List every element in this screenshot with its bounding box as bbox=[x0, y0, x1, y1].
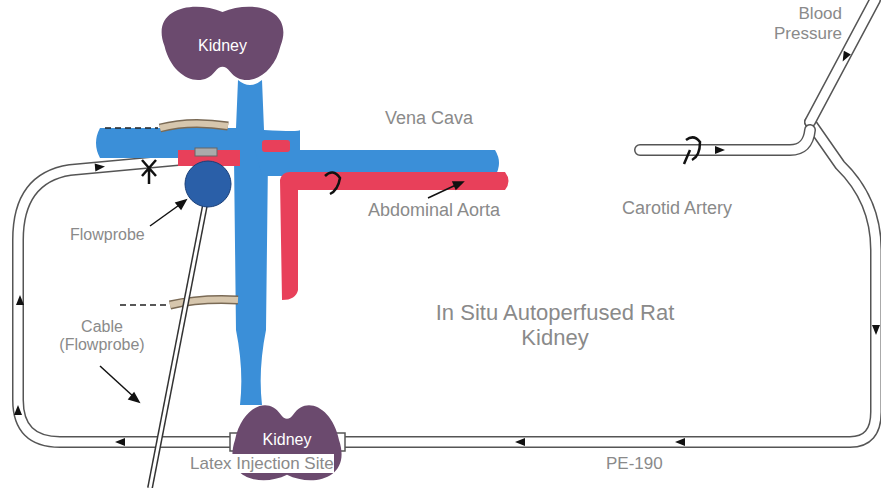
flow-arrow bbox=[715, 146, 725, 154]
flow-arrow bbox=[675, 438, 685, 446]
part-label: Carotid Artery bbox=[622, 198, 762, 219]
part-label: Vena Cava bbox=[385, 108, 505, 129]
part-label: Flowprobe bbox=[70, 226, 170, 244]
flowprobe bbox=[150, 161, 231, 488]
ureter bbox=[105, 123, 238, 305]
flow-arrow bbox=[14, 51, 880, 446]
flow-arrow bbox=[115, 438, 125, 446]
ligature bbox=[142, 137, 700, 194]
flow-arrow bbox=[14, 405, 22, 415]
organ-label: Kidney bbox=[150, 37, 295, 55]
label-text: Blood Pressure bbox=[774, 4, 842, 43]
part-label: Cable (Flowprobe) bbox=[42, 318, 162, 355]
tubing bbox=[18, 0, 876, 442]
label-text: PE-190 bbox=[606, 454, 663, 473]
clamp bbox=[195, 148, 217, 156]
flow-arrow bbox=[839, 51, 851, 64]
label-text: Carotid Artery bbox=[622, 198, 732, 218]
label-text: Latex Injection Site bbox=[190, 454, 334, 473]
organ-label: Kidney bbox=[222, 431, 352, 449]
flow-arrow bbox=[515, 438, 525, 446]
part-label: In Situ Autoperfused Rat Kidney bbox=[420, 300, 690, 351]
part-label: Blood Pressure bbox=[762, 4, 842, 43]
flow-arrow bbox=[16, 295, 24, 305]
part-label: PE-190 bbox=[606, 454, 686, 474]
label-text: Flowprobe bbox=[70, 226, 145, 243]
label-text: In Situ Autoperfused Rat Kidney bbox=[436, 300, 675, 350]
abdominal-aorta bbox=[178, 140, 509, 300]
kidney: Kidney bbox=[150, 2, 295, 90]
part-label: Latex Injection Site bbox=[190, 454, 360, 474]
label-text: Abdominal Aorta bbox=[368, 200, 500, 220]
flow-arrow bbox=[95, 163, 106, 172]
part-label: Abdominal Aorta bbox=[368, 200, 538, 221]
flow-arrow bbox=[872, 325, 880, 335]
label-text: Cable (Flowprobe) bbox=[59, 318, 144, 353]
label-text: Vena Cava bbox=[385, 108, 473, 128]
